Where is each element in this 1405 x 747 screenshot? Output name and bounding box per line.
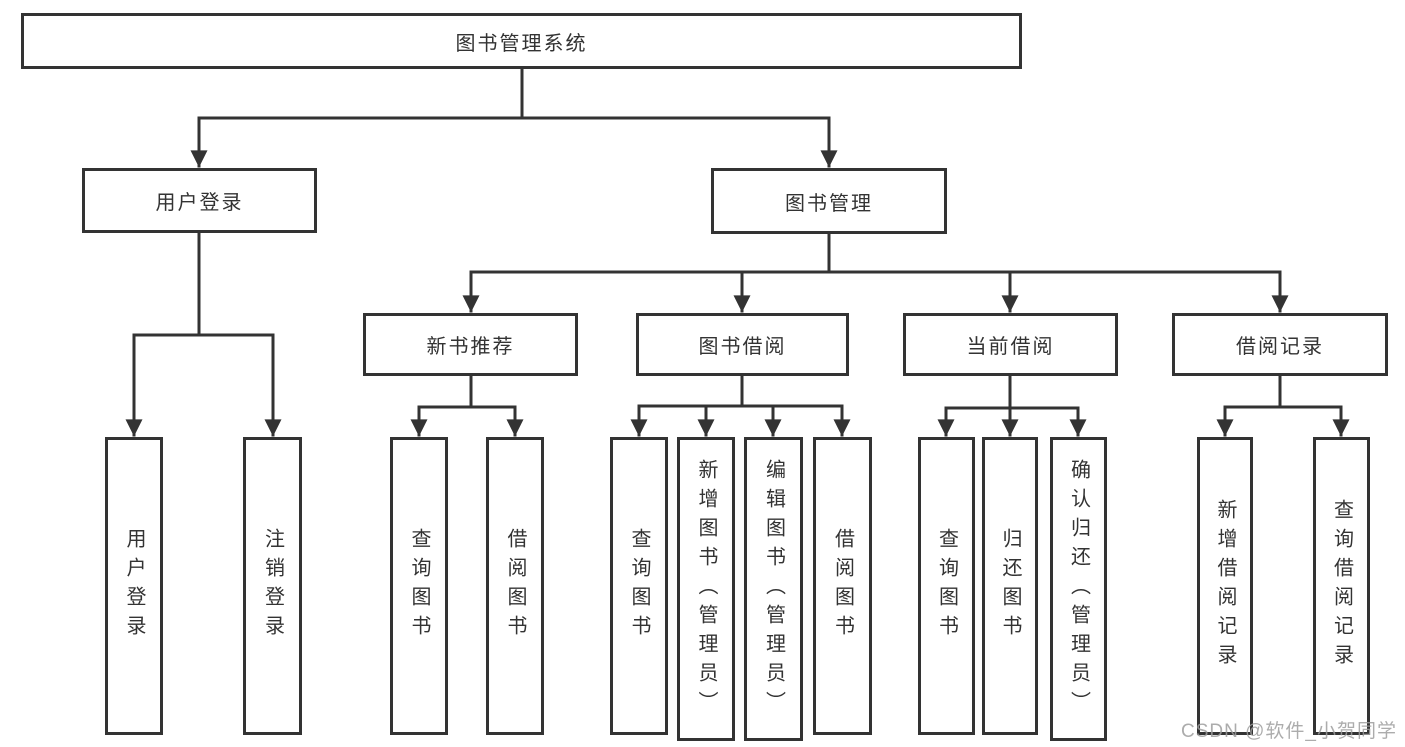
leaf-label: 新增图书（管理员） xyxy=(695,458,717,720)
csdn-watermark: CSDN @软件_小贺同学 xyxy=(1181,721,1397,742)
leaf-add-book-admin: 新增图书（管理员） xyxy=(677,437,735,741)
node-book-borrowing: 图书借阅 xyxy=(636,313,849,376)
leaf-label: 新增借阅记录 xyxy=(1214,499,1236,673)
leaf-label: 查询图书 xyxy=(408,528,430,644)
node-label: 新书推荐 xyxy=(426,336,515,358)
leaf-add-borrow-record: 新增借阅记录 xyxy=(1197,437,1253,735)
leaf-label: 用户登录 xyxy=(123,528,145,644)
leaf-return-books: 归还图书 xyxy=(982,437,1038,735)
leaf-query-books-current: 查询图书 xyxy=(918,437,975,735)
leaf-user-login: 用户登录 xyxy=(105,437,163,735)
node-label: 用户登录 xyxy=(155,192,244,214)
leaf-logout: 注销登录 xyxy=(243,437,302,735)
leaf-query-borrow-record: 查询借阅记录 xyxy=(1313,437,1370,735)
leaf-label: 确认归还（管理员） xyxy=(1067,458,1090,720)
leaf-query-books-recommendation: 查询图书 xyxy=(390,437,448,735)
node-label: 图书管理系统 xyxy=(455,32,588,55)
leaf-label: 归还图书 xyxy=(999,528,1021,644)
node-new-book-recommendation: 新书推荐 xyxy=(363,313,578,376)
leaf-label: 查询图书 xyxy=(935,528,958,644)
node-library-management-system: 图书管理系统 xyxy=(21,13,1022,69)
node-label: 图书管理 xyxy=(785,192,873,215)
leaf-label: 编辑图书（管理员） xyxy=(762,458,785,720)
leaf-label: 借阅图书 xyxy=(831,528,854,644)
leaf-borrow-books-borrowing: 借阅图书 xyxy=(813,437,872,735)
leaf-label: 借阅图书 xyxy=(504,528,526,644)
leaf-borrow-books-recommendation: 借阅图书 xyxy=(486,437,544,735)
leaf-edit-book-admin: 编辑图书（管理员） xyxy=(744,437,803,741)
leaf-confirm-return-admin: 确认归还（管理员） xyxy=(1050,437,1107,741)
node-book-management: 图书管理 xyxy=(711,168,947,234)
leaf-query-books-borrowing: 查询图书 xyxy=(610,437,668,735)
node-borrowing-records: 借阅记录 xyxy=(1172,313,1388,376)
node-user-login: 用户登录 xyxy=(82,168,317,233)
node-label: 图书借阅 xyxy=(698,336,787,358)
node-label: 借阅记录 xyxy=(1236,336,1324,358)
node-current-borrowing: 当前借阅 xyxy=(903,313,1118,376)
leaf-label: 注销登录 xyxy=(261,528,284,644)
leaf-label: 查询借阅记录 xyxy=(1330,499,1353,673)
node-label: 当前借阅 xyxy=(966,336,1055,358)
leaf-label: 查询图书 xyxy=(628,528,650,644)
